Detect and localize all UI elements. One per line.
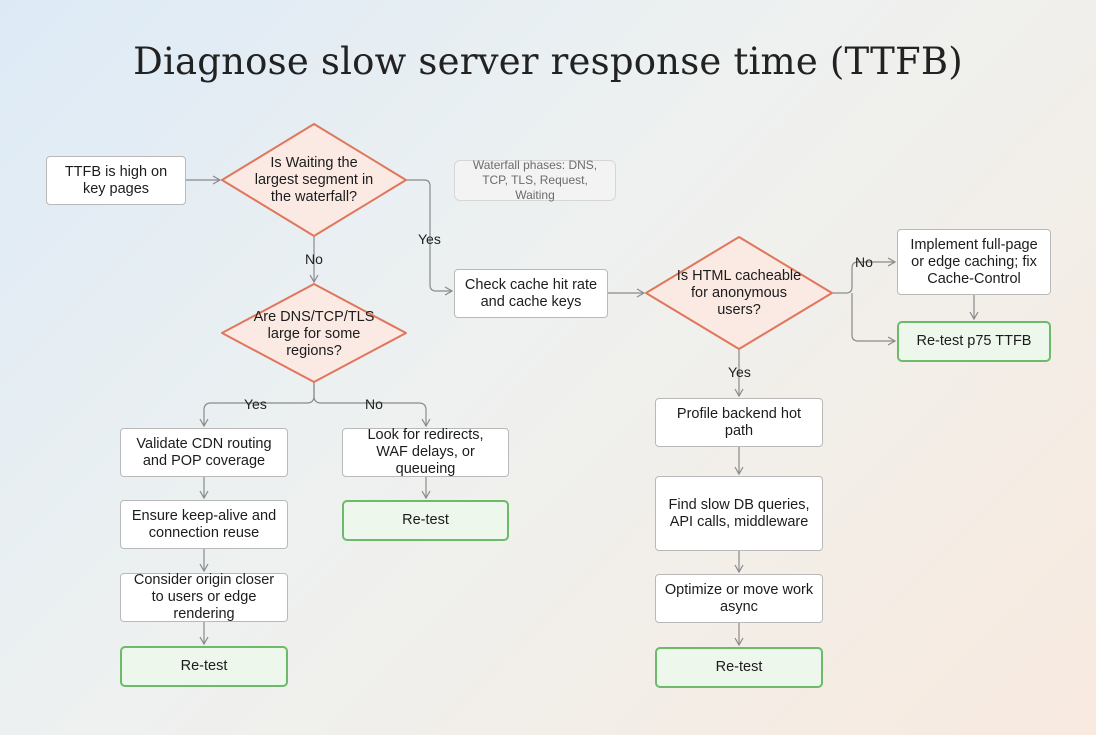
retest-p75-node: Re-test p75 TTFB: [897, 321, 1051, 362]
edge-dns-no: [313, 382, 431, 428]
decision-dns-diamond: [221, 283, 407, 383]
retest-node: Re-test: [342, 500, 509, 541]
decision-diamonds: [221, 123, 833, 383]
decision-waiting-text: Is Waiting the largest segment in the wa…: [254, 154, 374, 205]
edge-label-yes: Yes: [244, 396, 267, 412]
edge-label-yes: Yes: [728, 364, 751, 380]
slow-db-node: Find slow DB queries, API calls, middlew…: [655, 476, 823, 551]
edge-label-no: No: [305, 251, 323, 267]
decision-cacheable-diamond: [645, 236, 833, 350]
optimize-async-node: Optimize or move work async: [655, 574, 823, 623]
edge-label-no: No: [365, 396, 383, 412]
redirects-node: Look for redirects, WAF delays, or queue…: [342, 427, 509, 477]
edge-waiting-yes: [406, 179, 454, 296]
decision-dns-text: Are DNS/TCP/TLS large for some regions?: [253, 308, 375, 359]
decision-waiting-diamond: [221, 123, 407, 237]
edge-dns-yes: [199, 382, 315, 428]
origin-closer-node: Consider origin closer to users or edge …: [120, 572, 288, 622]
full-page-caching-node: Implement full-page or edge caching; fix…: [897, 229, 1051, 295]
start-node: TTFB is high on key pages: [46, 156, 186, 205]
keep-alive-node: Ensure keep-alive and connection reuse: [120, 500, 288, 549]
diagram-title: Diagnose slow server response time (TTFB…: [133, 40, 963, 83]
edge-label-no: No: [855, 254, 873, 270]
edge-cacheable-no-fullpage: [833, 257, 897, 294]
cdn-routing-node: Validate CDN routing and POP coverage: [120, 428, 288, 477]
waterfall-note: Waterfall phases: DNS, TCP, TLS, Request…: [454, 158, 616, 202]
decision-cacheable-text: Is HTML cacheable for anonymous users?: [676, 267, 802, 318]
retest-node: Re-test: [120, 646, 288, 687]
edge-label-yes: Yes: [418, 231, 441, 247]
cache-hit-node: Check cache hit rate and cache keys: [454, 269, 608, 318]
retest-node: Re-test: [655, 647, 823, 688]
edge-cacheable-no-retest: [851, 293, 897, 346]
profile-backend-node: Profile backend hot path: [655, 398, 823, 447]
